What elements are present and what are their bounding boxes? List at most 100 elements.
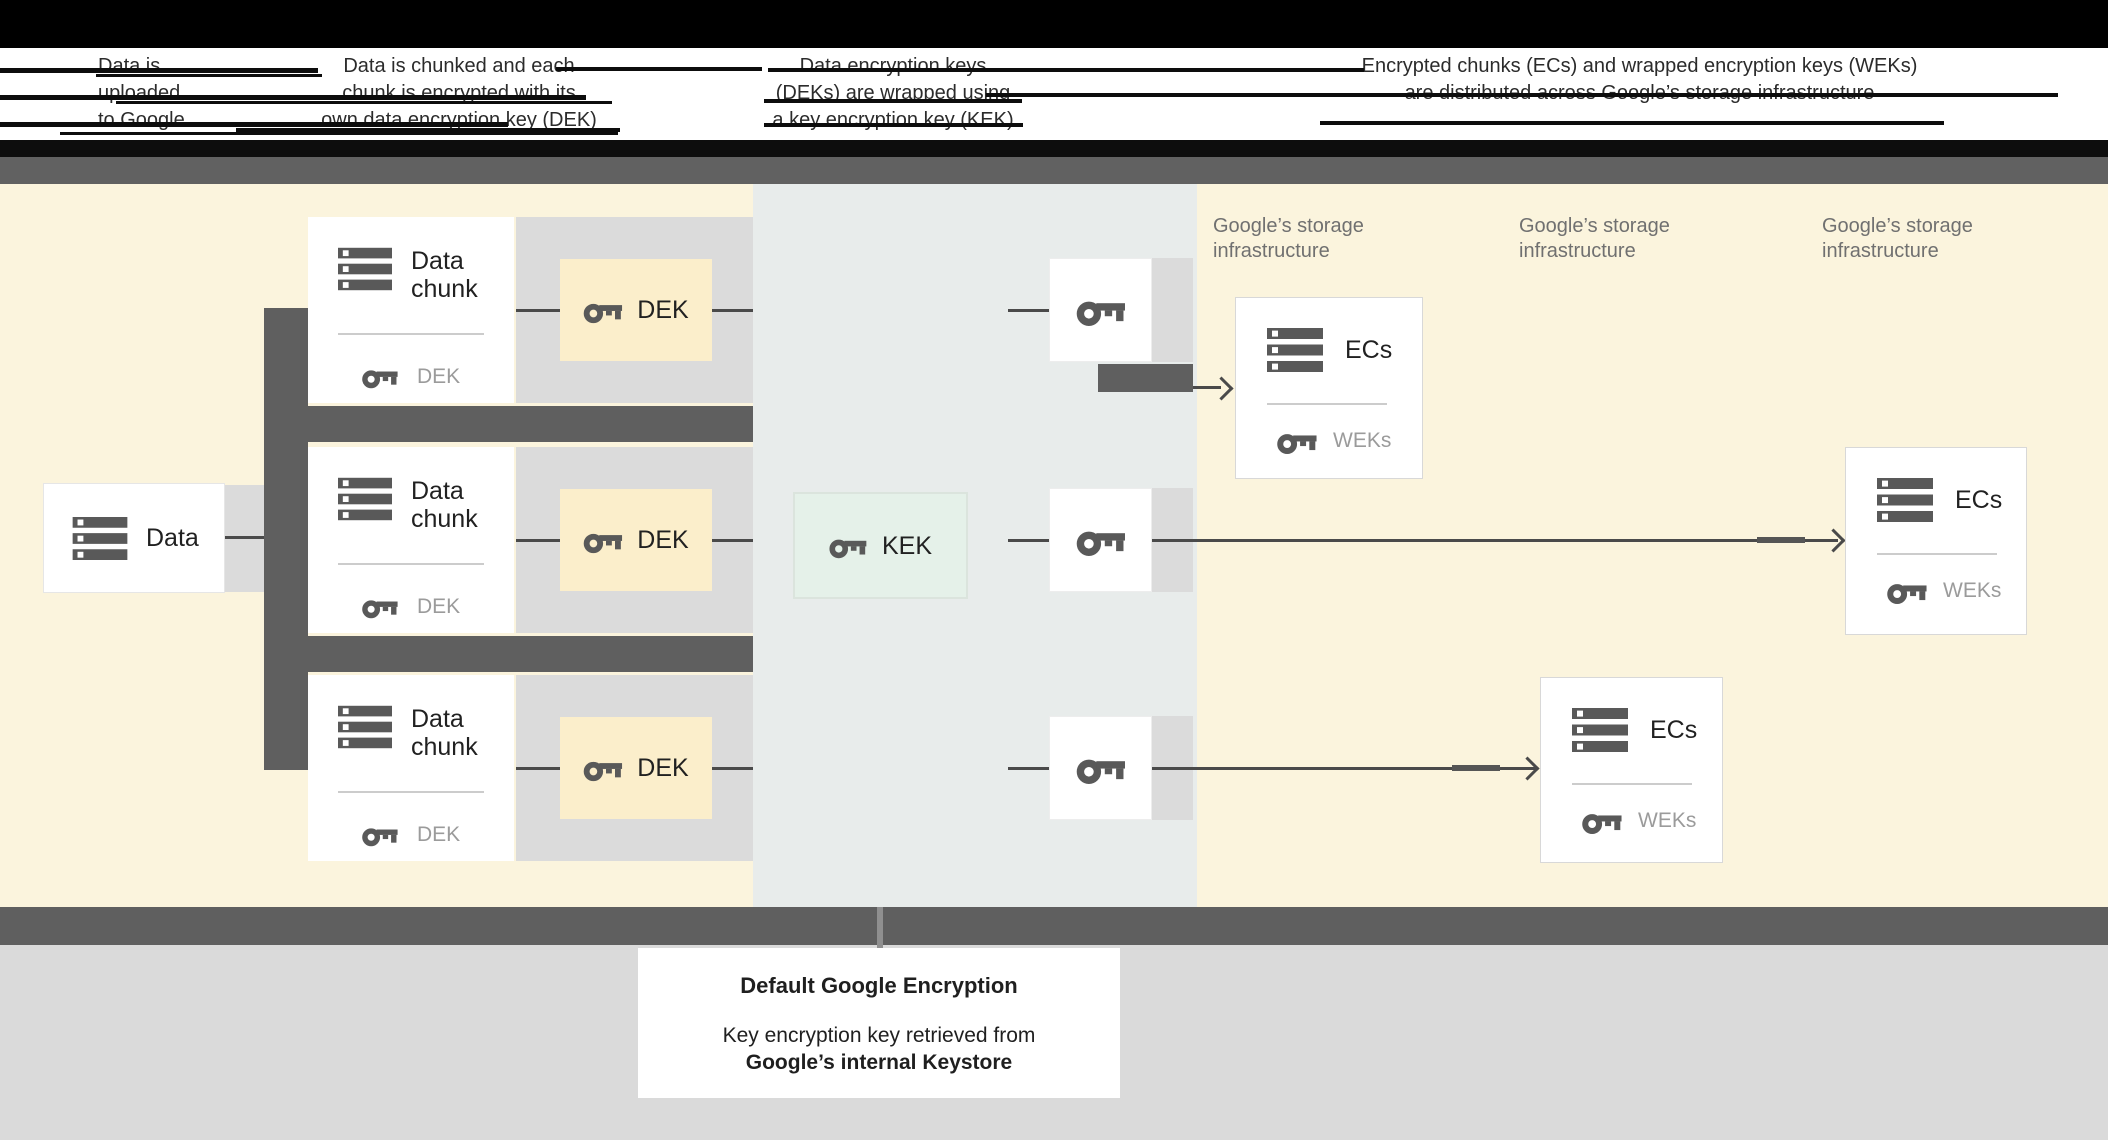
step-3-line: (DEKs) are wrapped using [775, 82, 1011, 104]
step-4-line: Encrypted chunks (ECs) and wrapped encry… [1361, 55, 1918, 77]
key-icon [583, 297, 623, 324]
ecs-weks-label: WEKs [1638, 809, 1697, 832]
chunk-dek-label: DEK [417, 594, 461, 618]
storage-stack-icon [338, 477, 392, 521]
key-icon [1076, 523, 1126, 557]
glitch-bar [116, 101, 612, 104]
storage-infrastructure-label-3: Google’s storage infrastructure [1822, 214, 2042, 264]
key-icon [362, 822, 398, 847]
glitch-bar [60, 132, 618, 135]
ecs-box-2: ECs WEKs [1845, 447, 2027, 635]
data-to-trunk-line [225, 536, 264, 539]
chunk-trunk-bar [264, 308, 308, 770]
storage-label-line: Google’s storage [1213, 215, 1364, 237]
data-chunk-box-2: Data chunk DEK [308, 447, 514, 633]
kek-box: KEK [793, 492, 968, 599]
wrap-key-extension [1152, 258, 1193, 362]
wrap-key-box-2 [1049, 488, 1152, 592]
data-chunk-title: Data chunk [411, 477, 478, 533]
key-icon [1076, 751, 1126, 785]
storage-infrastructure-label-2: Google’s storage infrastructure [1519, 214, 1739, 264]
key-icon [362, 594, 398, 619]
row-divider-bar-1 [264, 406, 753, 442]
arrow-thick-segment [1757, 537, 1805, 543]
header-gray-divider-bar [0, 157, 2108, 184]
data-chunk-box-3: Data chunk DEK [308, 675, 514, 861]
dek-to-kms-line [712, 539, 753, 542]
caption-line-2: Google’s internal Keystore [745, 1051, 1013, 1074]
glitch-bar [0, 95, 586, 100]
glitch-bar [96, 74, 322, 77]
dek-box-1: DEK [560, 259, 712, 361]
dek-to-kms-line [712, 309, 753, 312]
glitch-bar [0, 68, 318, 73]
storage-label-line: Google’s storage [1822, 215, 1973, 237]
step-3-line: Data encryption keys [799, 55, 987, 77]
kms-stub-line [1008, 309, 1050, 312]
step-3-line: a key encryption key (KEK) [772, 109, 1014, 131]
key-icon [583, 527, 623, 554]
storage-stack-icon [338, 705, 392, 749]
ecs-box-1: ECs WEKs [1235, 297, 1423, 479]
row-divider-bar-2 [264, 636, 753, 672]
glitch-bar [764, 123, 1023, 127]
storage-label-line: Google’s storage [1519, 215, 1670, 237]
storage-stack-icon [1877, 478, 1933, 522]
glitch-bar [556, 67, 762, 71]
glitch-bar [764, 99, 1022, 103]
arrow-line-row-3 [1152, 767, 1536, 770]
header-top-black-bar [0, 0, 2108, 48]
chunk-dek-label: DEK [417, 822, 461, 846]
caption-line-1: Key encryption key retrieved from [722, 1024, 1036, 1047]
dek-box-2: DEK [560, 489, 712, 591]
caption-connector-line [877, 907, 883, 948]
kek-label: KEK [881, 531, 933, 560]
arrow-thick-segment [1452, 765, 1500, 771]
card-divider [1877, 553, 1997, 555]
dek-to-kms-line [712, 767, 753, 770]
caption-box: Default Google Encryption Key encryption… [638, 948, 1120, 1098]
chunk-to-dek-line [516, 767, 560, 770]
key-icon [1582, 807, 1622, 835]
chunk-dek-label: DEK [417, 364, 461, 388]
chunk-to-dek-line [516, 309, 560, 312]
storage-label-line: infrastructure [1519, 240, 1636, 262]
dek-label: DEK [637, 526, 689, 554]
dek-label: DEK [637, 754, 689, 782]
key-icon [1887, 577, 1927, 605]
arrow-line-row-1 [1193, 386, 1221, 389]
glitch-bar [986, 93, 2058, 97]
glitch-bar [0, 122, 508, 127]
dek-box-3: DEK [560, 717, 712, 819]
ecs-title: ECs [1650, 716, 1698, 744]
key-icon [1076, 293, 1126, 327]
data-chunk-box-1: Data chunk DEK [308, 217, 514, 403]
wrap-output-bar [1098, 364, 1193, 392]
storage-infrastructure-label-1: Google’s storage infrastructure [1213, 214, 1433, 264]
ecs-weks-label: WEKs [1333, 429, 1392, 452]
kms-stub-line [1008, 539, 1050, 542]
key-icon [829, 533, 867, 559]
card-divider [338, 333, 484, 335]
storage-stack-icon [1572, 708, 1628, 752]
glitch-bar [236, 128, 620, 132]
glitch-bar [1320, 121, 1944, 125]
card-divider [1267, 403, 1387, 405]
storage-stack-icon [72, 517, 128, 560]
bottom-dark-bar [0, 907, 2108, 945]
kms-stub-line [1008, 767, 1050, 770]
step-2-line: Data is chunked and each [343, 55, 575, 77]
glitch-bar [768, 68, 1364, 72]
ecs-title: ECs [1345, 336, 1393, 364]
arrow-line-row-2 [1152, 539, 1838, 542]
data-chunk-title: Data chunk [411, 705, 478, 761]
key-icon [1277, 427, 1317, 455]
storage-label-line: infrastructure [1213, 240, 1330, 262]
caption-title: Default Google Encryption [740, 973, 1018, 998]
ecs-box-3: ECs WEKs [1540, 677, 1723, 863]
key-icon [362, 364, 398, 389]
card-divider [338, 791, 484, 793]
wrap-key-box-3 [1049, 716, 1152, 820]
data-chunk-title: Data chunk [411, 247, 478, 303]
